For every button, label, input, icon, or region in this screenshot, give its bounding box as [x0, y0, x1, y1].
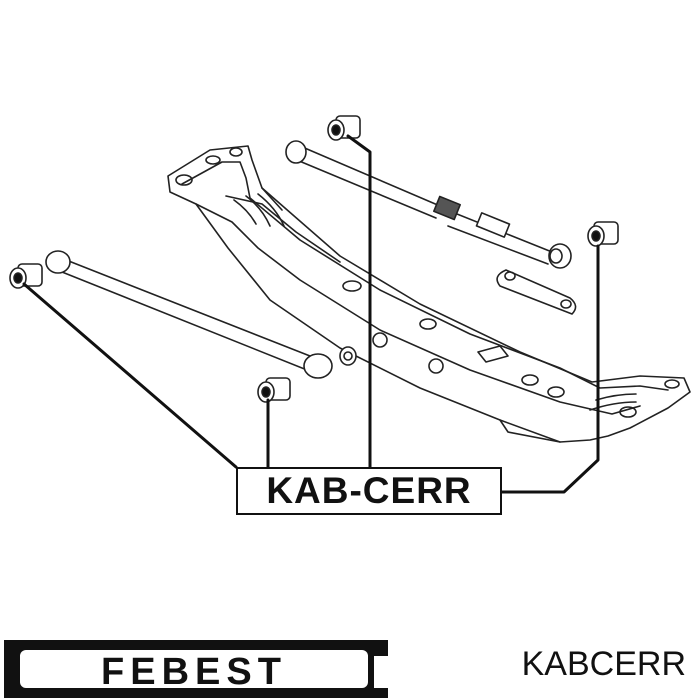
- leader-line-left: [22, 282, 238, 469]
- bushing-middle: [257, 377, 291, 403]
- leader-line-top: [346, 134, 372, 469]
- bushing-top: [327, 115, 361, 141]
- part-number: KABCERR: [521, 645, 686, 683]
- upper-link: [285, 140, 572, 269]
- lower-arm: [45, 250, 357, 379]
- bushing-left: [9, 263, 43, 289]
- link-plate: [496, 269, 577, 315]
- leader-lines: [22, 134, 600, 494]
- bushing-right: [587, 221, 619, 247]
- brand-logo: FEBEST: [4, 640, 388, 698]
- rear-subframe: [167, 145, 691, 443]
- part-label: KAB-CERR: [236, 467, 502, 515]
- brand-logo-text: FEBEST: [101, 651, 287, 693]
- leader-line-right: [500, 244, 600, 494]
